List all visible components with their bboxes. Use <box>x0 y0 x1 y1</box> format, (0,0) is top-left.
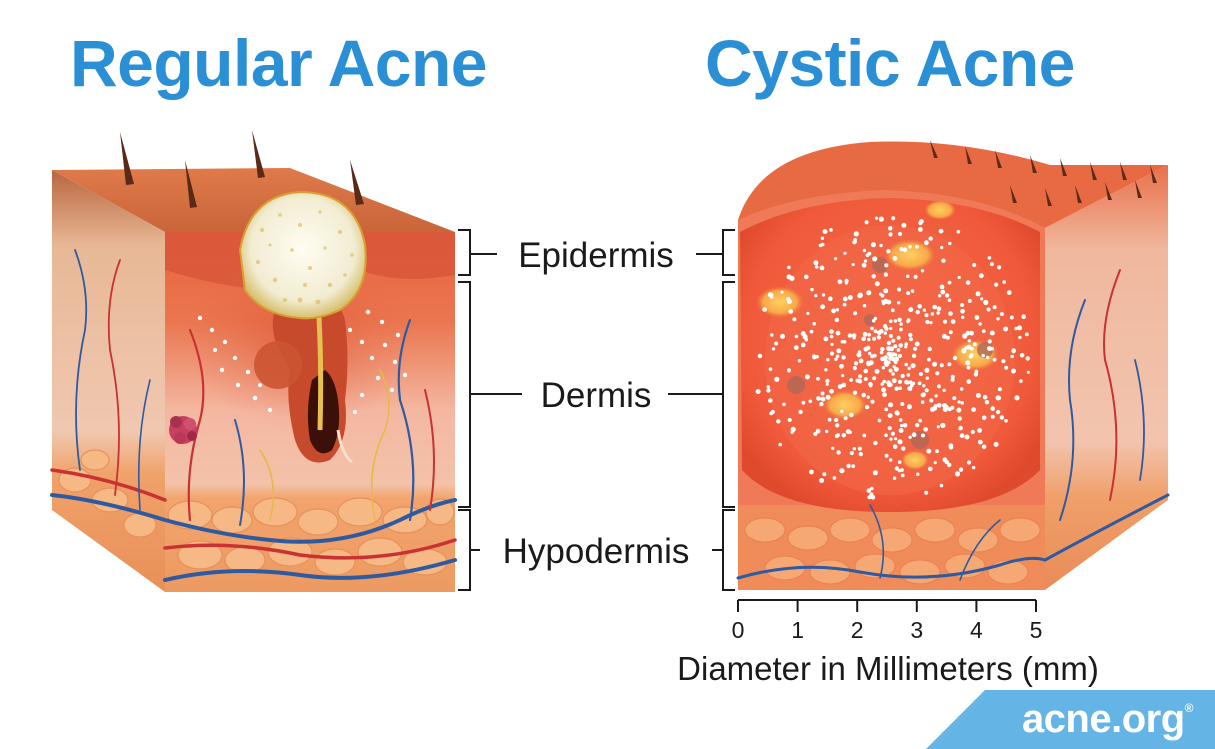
hypodermis-label: Hypodermis <box>503 532 690 571</box>
layer-brackets <box>458 229 735 591</box>
hairs <box>120 130 364 208</box>
cystic-acne-title: Cystic Acne <box>705 26 1075 100</box>
blood-vessels <box>50 249 457 582</box>
regular-acne-title: Regular Acne <box>70 26 488 100</box>
scale-tick-label: 5 <box>1030 617 1043 643</box>
hairs <box>930 140 1157 206</box>
epidermis-label: Epidermis <box>518 236 674 275</box>
logo-text: acne.org <box>1021 697 1185 741</box>
hypodermis-bracket-right <box>722 509 735 591</box>
scale-bar: 0 1 2 3 4 5 Diameter in Millimeters (mm) <box>677 599 1099 687</box>
acne-org-logo: acne.org® <box>1021 697 1194 742</box>
pustule <box>238 190 367 320</box>
epidermis-bracket-right <box>722 229 735 276</box>
epidermis-bracket-left <box>458 229 471 276</box>
fat-lobules <box>58 449 455 576</box>
logo-banner <box>926 690 1215 749</box>
scale-tick-label: 3 <box>910 617 923 643</box>
hypodermis-bracket-left <box>458 509 471 591</box>
scale-tick-label: 4 <box>970 617 983 643</box>
sebaceous-gland <box>169 416 197 444</box>
scale-tick-label: 2 <box>851 617 864 643</box>
regular-acne-skin-block <box>50 130 457 592</box>
sebum-channel <box>315 299 324 431</box>
white-blood-cells <box>197 309 408 414</box>
scale-tick-label: 1 <box>791 617 804 643</box>
cystic-acne-skin-block <box>736 140 1170 590</box>
scale-tick-label: 0 <box>732 617 745 643</box>
dermis-label: Dermis <box>541 376 652 415</box>
follicle-bulb <box>307 370 340 454</box>
skin-side-face <box>1045 165 1168 590</box>
dermis-bracket-right <box>722 281 735 508</box>
scale-title: Diameter in Millimeters (mm) <box>677 650 1099 687</box>
follicle-swelling <box>254 341 302 389</box>
white-blood-cells <box>755 216 1030 500</box>
registered-mark: ® <box>1184 701 1194 715</box>
dermis-bracket-left <box>458 281 471 508</box>
